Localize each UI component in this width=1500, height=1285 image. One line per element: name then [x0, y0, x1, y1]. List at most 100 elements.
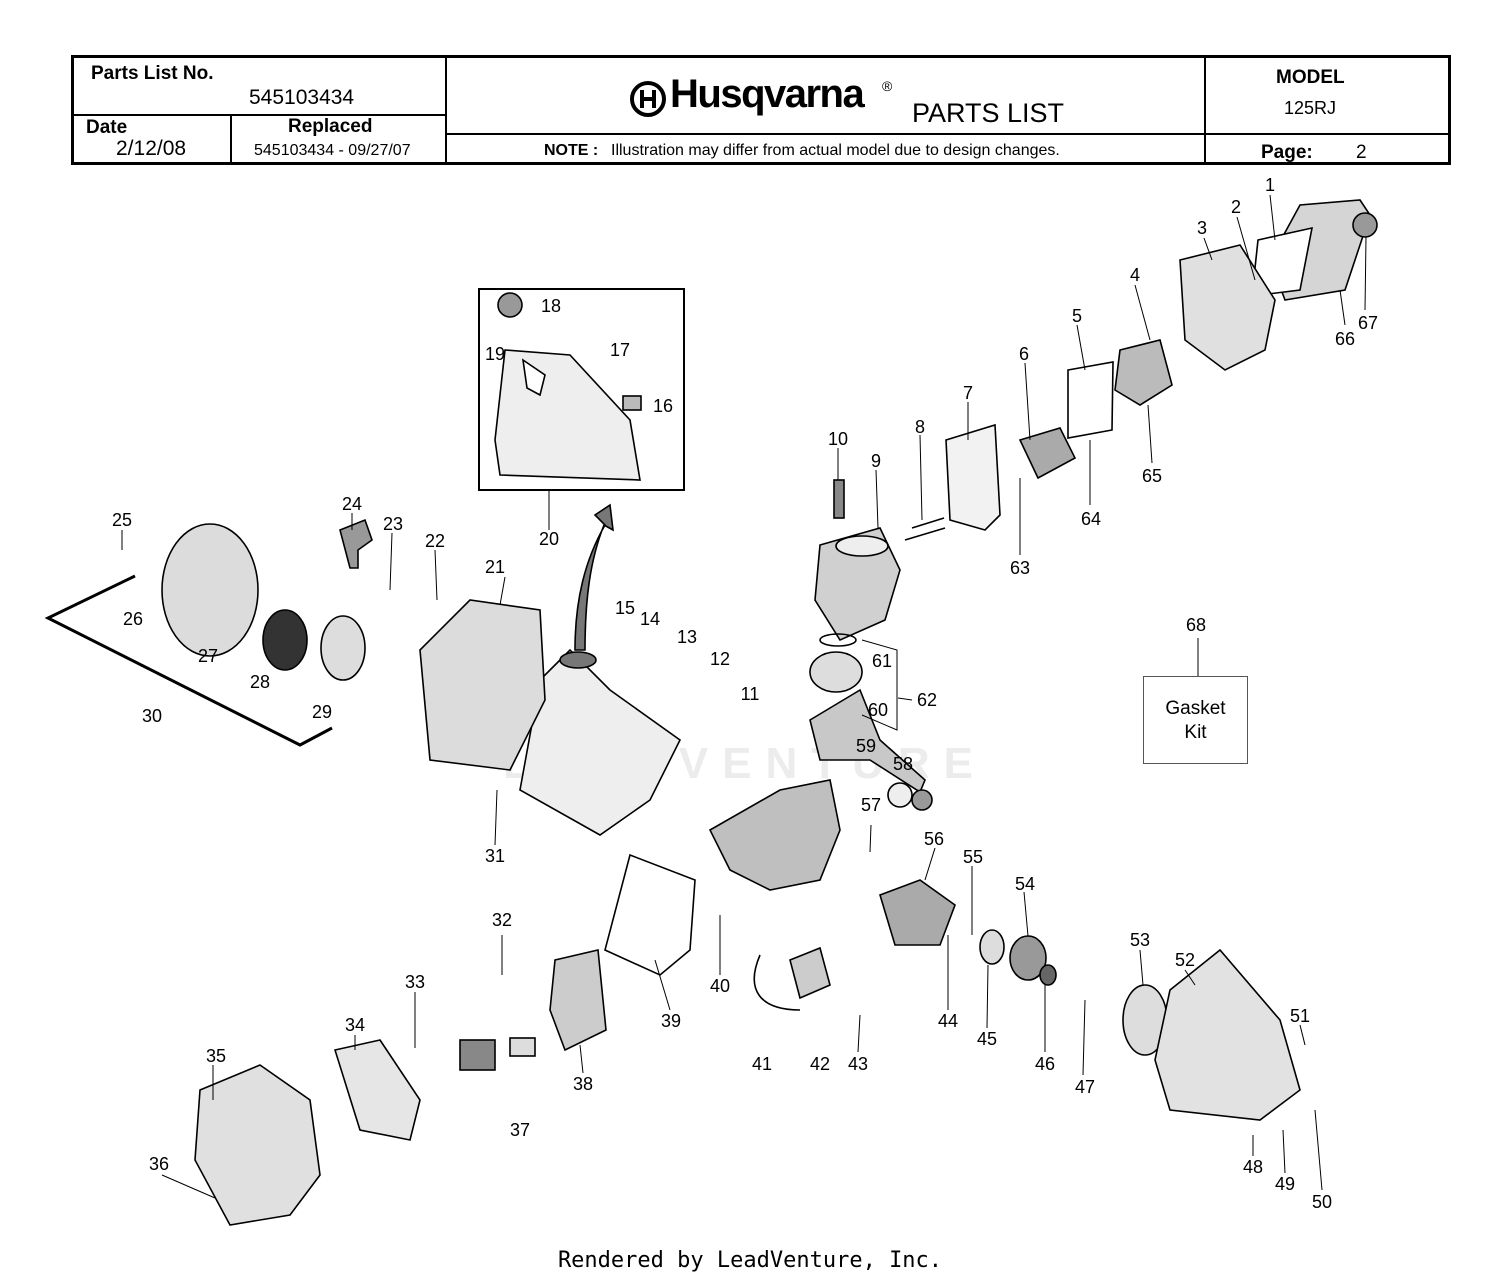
- callout-50: 50: [1312, 1192, 1332, 1212]
- callout-7: 7: [963, 383, 973, 403]
- callout-16: 16: [653, 396, 673, 416]
- tank-neck: [559, 651, 597, 669]
- callout-60: 60: [868, 700, 888, 720]
- callout-51: 51: [1290, 1006, 1310, 1026]
- callout-24: 24: [342, 494, 362, 514]
- callout-15: 15: [615, 598, 635, 618]
- muffler-bracket: [604, 853, 696, 976]
- callout-11: 11: [741, 684, 760, 704]
- recoil-cover: [161, 523, 259, 657]
- callout-17: 17: [610, 340, 630, 360]
- callout-9: 9: [871, 451, 881, 471]
- starter-handle: [339, 518, 373, 569]
- callout-5: 5: [1072, 306, 1082, 326]
- callout-56: 56: [924, 829, 944, 849]
- divider: [230, 114, 232, 162]
- divider: [74, 114, 446, 116]
- replaced-label: Replaced: [288, 116, 373, 137]
- divider: [445, 133, 1450, 135]
- callout-52: 52: [1175, 950, 1195, 970]
- clutch-washer: [979, 929, 1005, 965]
- callout-21: 21: [485, 557, 505, 577]
- page-value: 2: [1356, 142, 1367, 163]
- ignition-module: [789, 946, 831, 1000]
- callout-55: 55: [963, 847, 983, 867]
- callout-37: 37: [510, 1120, 530, 1140]
- callout-22: 22: [425, 531, 445, 551]
- callout-25: 25: [112, 510, 132, 530]
- model-label: MODEL: [1276, 67, 1345, 88]
- cylinder-bolt: [904, 527, 946, 541]
- callout-53: 53: [1130, 930, 1150, 950]
- callout-numbers: 1 2 3 4 5 6 7 8 9 10 11 12 13 14 15 16 1…: [112, 175, 1378, 1212]
- callout-45: 45: [977, 1029, 997, 1049]
- replaced-value: 545103434 - 09/27/07: [254, 142, 411, 159]
- gasket-kit-box: Gasket Kit: [1143, 676, 1248, 764]
- callout-3: 3: [1197, 218, 1207, 238]
- callout-42: 42: [810, 1054, 830, 1074]
- callout-34: 34: [345, 1015, 365, 1035]
- callout-30: 30: [142, 706, 162, 726]
- clutch-housing: [1154, 948, 1301, 1121]
- callout-65: 65: [1142, 466, 1162, 486]
- clutch-nut: [1039, 964, 1057, 986]
- callout-20: 20: [539, 529, 559, 549]
- callout-19: 19: [485, 344, 505, 364]
- callout-64: 64: [1081, 509, 1101, 529]
- callout-32: 32: [492, 910, 512, 930]
- callout-46: 46: [1035, 1054, 1055, 1074]
- cylinder-bore: [835, 535, 889, 557]
- piston: [809, 651, 863, 693]
- cylinder-bolt: [911, 517, 945, 529]
- inset-fuel-cap: [497, 292, 523, 318]
- callout-23: 23: [383, 514, 403, 534]
- callout-10: 10: [828, 429, 848, 449]
- callout-49: 49: [1275, 1174, 1295, 1194]
- flywheel: [879, 879, 956, 946]
- leader-lines: [121, 194, 1367, 1199]
- callout-14: 14: [640, 609, 660, 629]
- callout-57: 57: [861, 795, 881, 815]
- header-table: Parts List No. 545103434 Date 2/12/08 Re…: [71, 55, 1451, 165]
- crankcase: [708, 779, 841, 891]
- callout-58: 58: [893, 754, 913, 774]
- callout-26: 26: [123, 609, 143, 629]
- callout-66: 66: [1335, 329, 1355, 349]
- gasket-kit-line1: Gasket: [1165, 698, 1226, 719]
- gasket-kit-line2: Kit: [1184, 722, 1207, 743]
- starter-housing: [419, 599, 546, 771]
- ignition-lead: [753, 954, 801, 1011]
- callout-61: 61: [872, 651, 892, 671]
- air-filter-housing: [1179, 244, 1276, 371]
- divider: [445, 58, 447, 162]
- model-value: 125RJ: [1284, 98, 1337, 118]
- intake-adapter: [1018, 427, 1077, 480]
- spark-arrestor: [459, 1039, 496, 1071]
- callout-33: 33: [405, 972, 425, 992]
- parts-list-label: Parts List No.: [91, 63, 214, 84]
- callout-6: 6: [1019, 344, 1029, 364]
- callout-4: 4: [1130, 265, 1140, 285]
- date-label: Date: [86, 117, 128, 138]
- seal: [911, 789, 933, 811]
- starter-kit-outline: [44, 574, 333, 747]
- spark-plug: [833, 479, 845, 519]
- page-label: Page:: [1261, 142, 1313, 163]
- heat-shield: [945, 423, 1001, 531]
- muffler-gasket: [509, 1037, 536, 1057]
- note-text: Illustration may differ from actual mode…: [611, 142, 1060, 159]
- callout-13: 13: [677, 627, 697, 647]
- callout-27: 27: [198, 646, 218, 666]
- callout-47: 47: [1075, 1077, 1095, 1097]
- piston-ring: [819, 633, 857, 647]
- callout-8: 8: [915, 417, 925, 437]
- parts-list-number: 545103434: [249, 86, 355, 109]
- callout-12: 12: [710, 649, 730, 669]
- pulley: [320, 615, 366, 681]
- muffler-guard: [333, 1039, 421, 1141]
- crankshaft: [809, 688, 926, 794]
- callout-62: 62: [917, 690, 937, 710]
- inset-grommet: [622, 395, 642, 411]
- note-label: NOTE :: [544, 142, 599, 159]
